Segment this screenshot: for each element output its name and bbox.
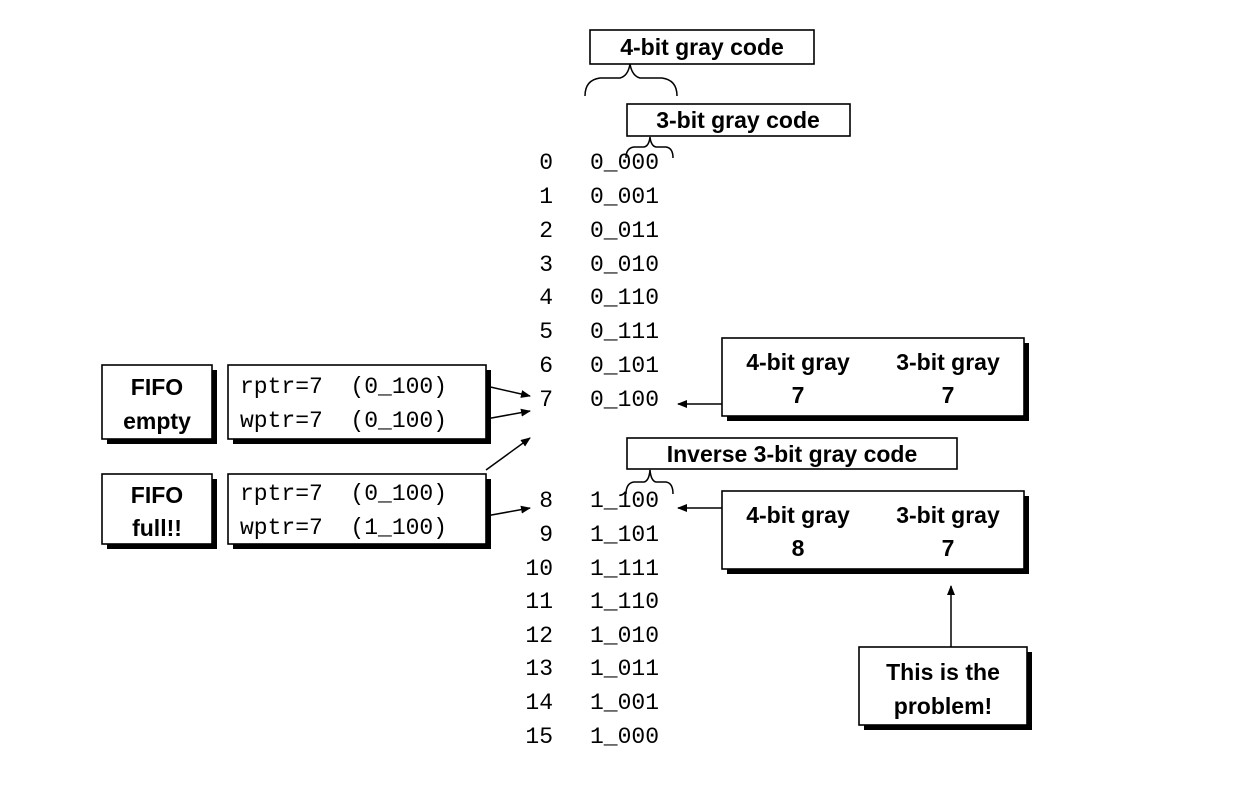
row-gray-code: 1_001 bbox=[590, 690, 659, 716]
fifo-empty-line2: empty bbox=[123, 408, 191, 434]
compare-top-val-right: 7 bbox=[942, 382, 955, 408]
row-gray-code: 1_101 bbox=[590, 522, 659, 548]
four-bit-title: 4-bit gray code bbox=[620, 34, 784, 60]
fifo-full-pointer-box: rptr=7 (0_100) wptr=7 (1_100) bbox=[227, 473, 491, 549]
inverse-brace bbox=[625, 469, 674, 495]
compare-bottom-val-right: 7 bbox=[942, 535, 955, 561]
fifo-full-rptr: rptr=7 (0_100) bbox=[240, 481, 447, 507]
row-gray-code: 0_110 bbox=[590, 285, 659, 311]
row-gray-code: 1_010 bbox=[590, 623, 659, 649]
fifo-empty-line1: FIFO bbox=[131, 374, 183, 400]
row-index: 5 bbox=[539, 319, 553, 345]
fifo-empty-wptr: wptr=7 (0_100) bbox=[240, 408, 447, 434]
three-bit-title-box: 3-bit gray code bbox=[626, 103, 851, 137]
arrow-full-rptr bbox=[485, 437, 531, 471]
fifo-full-label-box: FIFO full!! bbox=[101, 473, 217, 549]
row-index: 3 bbox=[539, 252, 553, 278]
row-gray-code: 1_000 bbox=[590, 724, 659, 750]
row-gray-code: 0_011 bbox=[590, 218, 659, 244]
row-index: 12 bbox=[525, 623, 553, 649]
fifo-empty-rptr: rptr=7 (0_100) bbox=[240, 374, 447, 400]
inverse-title: Inverse 3-bit gray code bbox=[667, 441, 918, 467]
arrow-full-wptr bbox=[485, 505, 531, 517]
row-index: 13 bbox=[525, 656, 553, 682]
compare-top-head-left: 4-bit gray bbox=[746, 349, 850, 375]
row-gray-code: 0_101 bbox=[590, 353, 659, 379]
row-index: 10 bbox=[525, 556, 553, 582]
row-gray-code: 0_000 bbox=[590, 150, 659, 176]
row-index: 9 bbox=[539, 522, 553, 548]
fifo-empty-label-box: FIFO empty bbox=[101, 364, 217, 444]
row-index: 14 bbox=[525, 690, 553, 716]
row-index: 15 bbox=[525, 724, 553, 750]
row-index: 0 bbox=[539, 150, 553, 176]
row-index: 8 bbox=[539, 488, 553, 514]
row-index: 4 bbox=[539, 285, 553, 311]
row-gray-code: 1_111 bbox=[590, 556, 659, 582]
row-index: 2 bbox=[539, 218, 553, 244]
three-bit-brace bbox=[625, 136, 674, 159]
row-gray-code: 0_100 bbox=[590, 387, 659, 413]
row-gray-code: 0_111 bbox=[590, 319, 659, 345]
row-gray-code: 0_001 bbox=[590, 184, 659, 210]
compare-box-top: 4-bit gray 3-bit gray 7 7 bbox=[721, 337, 1029, 421]
compare-bottom-head-left: 4-bit gray bbox=[746, 502, 850, 528]
problem-line2: problem! bbox=[894, 693, 992, 719]
compare-bottom-val-left: 8 bbox=[792, 535, 805, 561]
row-gray-code: 1_011 bbox=[590, 656, 659, 682]
compare-bottom-head-right: 3-bit gray bbox=[896, 502, 1000, 528]
fifo-full-line2: full!! bbox=[132, 515, 182, 541]
compare-box-bottom: 4-bit gray 3-bit gray 8 7 bbox=[721, 490, 1029, 574]
four-bit-brace bbox=[584, 63, 678, 97]
compare-top-head-right: 3-bit gray bbox=[896, 349, 1000, 375]
arrow-empty-rptr bbox=[485, 385, 531, 398]
row-gray-code: 1_100 bbox=[590, 488, 659, 514]
row-index: 1 bbox=[539, 184, 553, 210]
fifo-empty-pointer-box: rptr=7 (0_100) wptr=7 (0_100) bbox=[227, 364, 491, 444]
row-index: 6 bbox=[539, 353, 553, 379]
fifo-full-wptr: wptr=7 (1_100) bbox=[240, 515, 447, 541]
fifo-full-line1: FIFO bbox=[131, 482, 183, 508]
gray-code-table: 0 0_000 1 0_001 2 0_011 3 0_010 4 0_110 5 0_111 6 0_1… bbox=[525, 150, 659, 750]
row-index: 11 bbox=[525, 589, 553, 615]
arrow-empty-wptr bbox=[485, 408, 531, 420]
three-bit-title: 3-bit gray code bbox=[656, 107, 820, 133]
problem-box: This is the problem! bbox=[858, 646, 1032, 730]
row-index: 7 bbox=[539, 387, 553, 413]
compare-top-val-left: 7 bbox=[792, 382, 805, 408]
row-gray-code: 1_110 bbox=[590, 589, 659, 615]
four-bit-title-box: 4-bit gray code bbox=[589, 29, 815, 65]
row-gray-code: 0_010 bbox=[590, 252, 659, 278]
problem-line1: This is the bbox=[886, 659, 1000, 685]
inverse-title-box: Inverse 3-bit gray code bbox=[626, 437, 958, 470]
